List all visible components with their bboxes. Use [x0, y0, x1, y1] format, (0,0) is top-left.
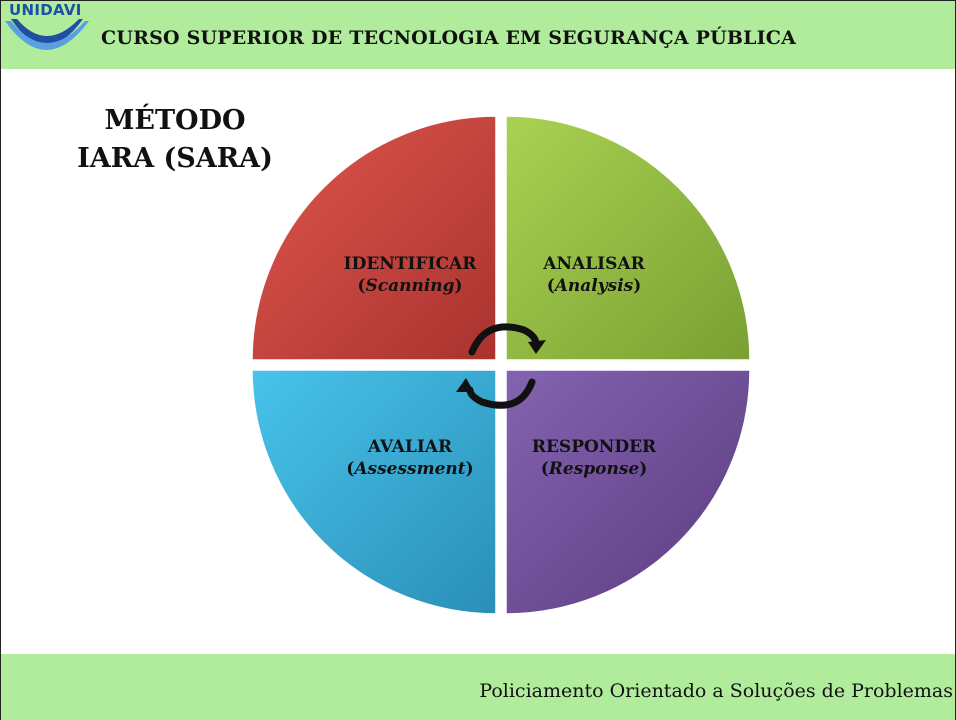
unidavi-logo — [5, 19, 89, 50]
quadrant-identificar — [251, 115, 497, 361]
cycle-arrows-icon — [466, 323, 540, 409]
method-title-line2: IARA (SARA) — [77, 143, 273, 174]
footer-bar: Policiamento Orientado a Soluções de Pro… — [1, 654, 955, 720]
label-assessment: Assessment — [354, 459, 466, 479]
quadrant-label-identificar: IDENTIFICAR (Scanning) — [343, 254, 477, 296]
method-title-line1: MÉTODO — [104, 105, 246, 136]
logo-text: UNIDAVI — [9, 1, 82, 19]
footer-text: Policiamento Orientado a Soluções de Pro… — [479, 680, 953, 702]
quadrant-avaliar — [251, 369, 497, 615]
label-response: Response — [548, 459, 640, 479]
method-title: MÉTODO IARA (SARA) — [60, 102, 290, 178]
quadrant-label-responder: RESPONDER (Response) — [531, 437, 657, 479]
label-scanning: Scanning — [365, 276, 455, 296]
quadrant-analisar — [505, 115, 751, 361]
quadrant-label-avaliar: AVALIAR (Assessment) — [346, 437, 474, 479]
quadrant-responder — [505, 369, 751, 615]
header-bar: UNIDAVI CURSO SUPERIOR DE TECNOLOGIA EM … — [1, 1, 955, 69]
quadrant-label-analisar: ANALISAR (Analysis) — [543, 254, 645, 296]
header-title: CURSO SUPERIOR DE TECNOLOGIA EM SEGURANÇ… — [101, 27, 797, 49]
label-analysis: Analysis — [554, 276, 634, 296]
